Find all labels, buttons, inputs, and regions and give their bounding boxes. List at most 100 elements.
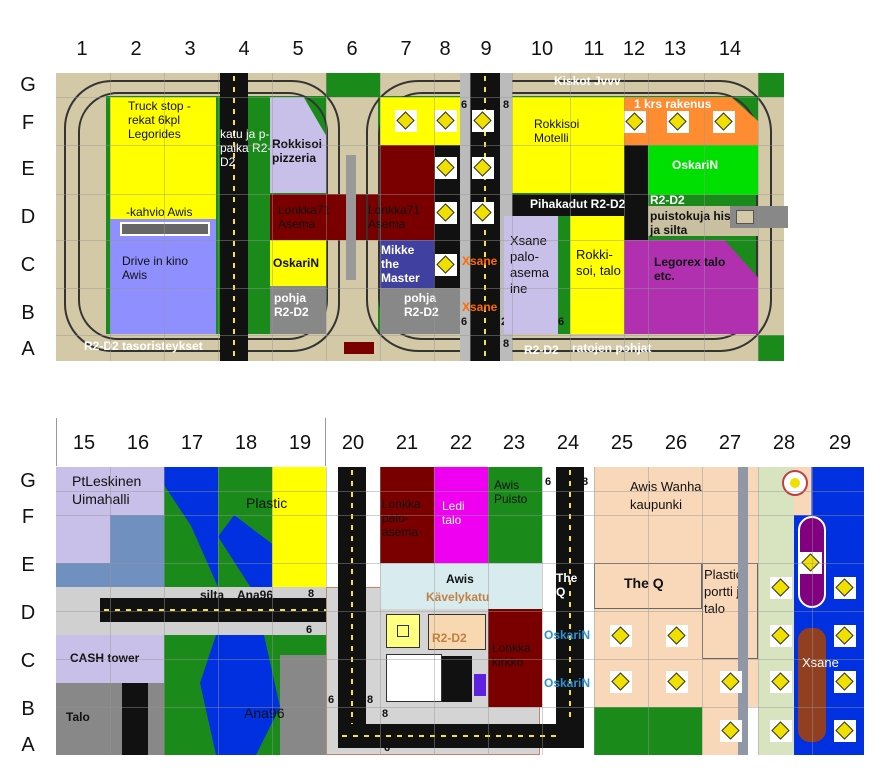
- oskarin-1-area: [270, 240, 326, 286]
- col-label-16: 16: [126, 432, 150, 454]
- signal-diamond-5: [472, 157, 494, 179]
- row-label-e-2: E: [21, 554, 35, 576]
- bottom-grid-v-8: [542, 467, 543, 755]
- uimahalli-pool-2: [56, 563, 110, 587]
- signal-diamond-b5: [720, 671, 742, 693]
- road-col4-dash: [233, 76, 235, 356]
- lonkka-palo-area: [380, 467, 434, 563]
- kahvio-label: -kahvio Awis: [126, 205, 193, 219]
- top-grid-v-0: [110, 73, 111, 361]
- col-label-14: 14: [718, 38, 742, 60]
- col-label-24: 24: [556, 432, 580, 454]
- top-grid-h-2: [56, 194, 784, 195]
- drivein-label: Drive in kino Awis: [122, 254, 189, 282]
- awis-puisto-area: [488, 467, 542, 563]
- krs-area: [624, 97, 758, 145]
- drivein-area: [110, 219, 216, 334]
- top-grid-h-0: [56, 97, 784, 98]
- col-label-8: 8: [439, 38, 451, 60]
- row-label-b: B: [21, 302, 35, 324]
- the-q-area: [594, 563, 702, 609]
- white-building: [386, 654, 442, 702]
- yellow-square-inner: [397, 625, 409, 637]
- kiskot-label: Kiskot Jvvv: [554, 74, 621, 88]
- xsane-label: Xsane: [802, 655, 839, 670]
- lonkka-kirkko-area: [488, 609, 542, 707]
- top-grid-v-4: [326, 73, 327, 361]
- col-label-27: 27: [718, 432, 742, 454]
- motelli-label: Rokkisoi Motelli: [534, 117, 580, 145]
- silta-dash: [104, 609, 344, 611]
- drivein-screen: [120, 222, 210, 236]
- lonkka-asema-1-label: Lonkka71 Asema: [278, 203, 331, 231]
- bottom-grid-h-0: [56, 491, 864, 492]
- col-label-13: 13: [663, 38, 687, 60]
- talo-label: Talo: [66, 710, 90, 724]
- green-bottom-25: [594, 707, 702, 755]
- oskarin-2-area: [648, 145, 758, 195]
- signal-diamond-b11: [800, 552, 822, 574]
- top-grid-h-5: [56, 335, 784, 336]
- rokkisoi-talo-label: Rokki-soi, talo: [576, 247, 621, 278]
- small-red-marker: [344, 342, 374, 354]
- top-grid-h-1: [56, 145, 784, 146]
- r2d2-small-label: R2-D2: [650, 193, 685, 207]
- bottom-grid-h-1: [56, 515, 864, 516]
- grey-c19: [280, 655, 326, 755]
- bottom-grid-v-1: [164, 467, 165, 755]
- xsane-palo-area: [504, 216, 558, 334]
- light-green-28: [758, 467, 794, 755]
- num-8a: 8: [503, 99, 510, 111]
- signal-diamond-1: [395, 110, 417, 132]
- col-label-6: 6: [346, 38, 358, 60]
- oskarin-b-label: OskariN: [544, 676, 591, 690]
- num-6b: 6: [461, 316, 468, 328]
- num-8-col21: 8: [382, 708, 389, 720]
- mikke-area: [380, 240, 434, 288]
- col-label-15: 15: [72, 432, 96, 454]
- black-building: [442, 656, 472, 702]
- signal-diamond-b8: [770, 625, 792, 647]
- top-grid-v-7: [470, 73, 471, 361]
- col-label-21: 21: [395, 432, 419, 454]
- yellow-19: [272, 467, 326, 587]
- bottom-grid-v-2: [218, 467, 219, 755]
- top-grid-v-11: [648, 73, 649, 361]
- row-label-b-2: B: [21, 698, 35, 720]
- col-label-20: 20: [341, 432, 365, 454]
- bottom-grid-v-9: [594, 467, 595, 755]
- cash-label: CASH tower: [70, 651, 140, 665]
- col-label-25: 25: [610, 432, 634, 454]
- road-col24-dash: [569, 470, 571, 720]
- bottom-grid-v-12: [758, 467, 759, 755]
- awis-puisto-label: Awis Puisto: [494, 478, 528, 506]
- red-block-7e: [380, 145, 434, 240]
- num-6-bridge: 6: [306, 624, 313, 636]
- signal-diamond-b13: [834, 625, 856, 647]
- row-label-a-2: A: [21, 734, 35, 756]
- col-label-19: 19: [288, 432, 312, 454]
- wanha-area: [594, 467, 758, 707]
- corner-green-2: [758, 73, 784, 97]
- num-6-col24: 6: [545, 476, 552, 488]
- lonkka-kirkko-label: Lonkka kirkko: [492, 641, 531, 669]
- xsane-palo-label: Xsane palo-asema ine: [510, 233, 550, 296]
- target-inner: [790, 478, 800, 488]
- bottom-grid-v-13: [812, 467, 813, 755]
- top-grid-v-5: [380, 73, 381, 361]
- kavelykatu-area: [380, 563, 542, 609]
- num-8-bridge: 8: [308, 588, 315, 600]
- row-label-a: A: [21, 338, 35, 360]
- awis-wanha-label: Awis Wanha kaupunki: [630, 479, 702, 512]
- plastic-1-label: Plastic: [246, 495, 288, 511]
- col-label-4: 4: [238, 38, 250, 60]
- top-grid-v-12: [704, 73, 705, 361]
- signal-diamond-b2: [666, 625, 688, 647]
- katu-label: katu ja p-paika R2-D2: [220, 127, 272, 169]
- oskarin-2-label: OskariN: [672, 158, 719, 172]
- lonkka-asema-1-area: [270, 194, 380, 240]
- road-bottom-dash: [342, 735, 578, 737]
- rokkisoi-talo-area: [570, 216, 624, 334]
- col-label-2: 2: [130, 38, 142, 60]
- kavelykatu-label: Kävelykatu: [426, 590, 490, 604]
